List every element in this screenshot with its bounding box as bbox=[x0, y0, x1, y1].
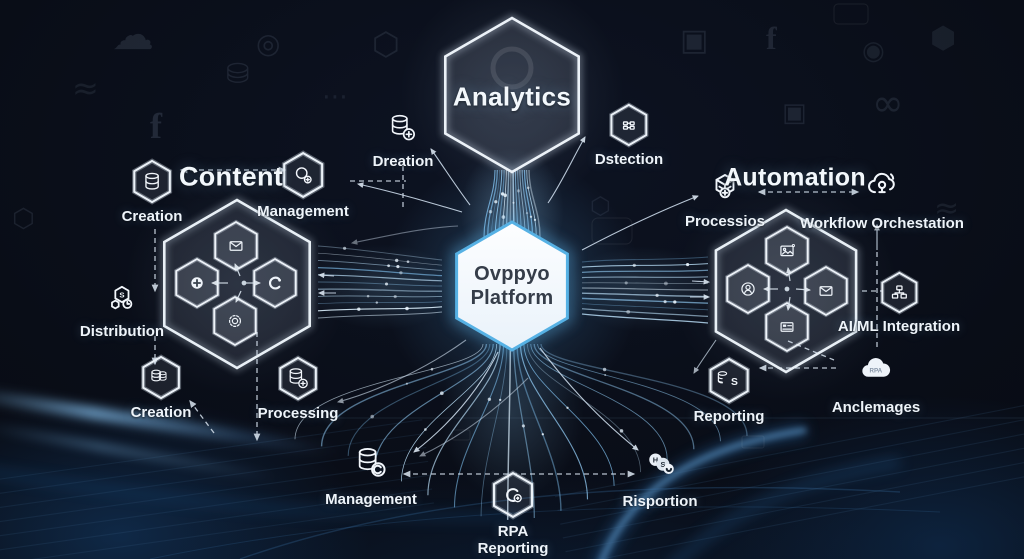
analytics-hexagon bbox=[441, 13, 583, 177]
center-title-line2: Platform bbox=[470, 287, 554, 309]
center-platform-title: Ovppyo Platform bbox=[471, 262, 554, 310]
bottom-light-streams bbox=[0, 423, 941, 559]
center-title-line1: Ovppyo bbox=[474, 263, 550, 285]
flow-arrows bbox=[317, 136, 880, 457]
inner-flow-arrows bbox=[211, 263, 811, 311]
person-icon bbox=[741, 282, 755, 296]
automation-hub-label: Automation bbox=[724, 163, 866, 192]
content-hub-label: Content bbox=[178, 161, 284, 192]
layout-icon bbox=[780, 322, 794, 332]
chart-c-icon bbox=[268, 276, 281, 290]
content-inner-icons bbox=[174, 219, 298, 348]
circuit-traces-left bbox=[0, 419, 435, 559]
envelope-icon bbox=[229, 241, 243, 251]
plus-circle-icon bbox=[191, 277, 203, 289]
image-icon bbox=[780, 244, 795, 257]
target-ghost-icon bbox=[490, 46, 534, 90]
gear-icon bbox=[228, 314, 242, 328]
analytics-hub-label: Analytics bbox=[452, 81, 572, 112]
circuit-traces-right bbox=[554, 400, 1024, 559]
automation-inner-icons bbox=[725, 224, 849, 354]
content-hexagon bbox=[160, 195, 314, 373]
center-platform-hexagon bbox=[452, 216, 572, 356]
envelope-icon bbox=[819, 286, 833, 296]
ghost-panels bbox=[451, 3, 869, 449]
data-stream-lines bbox=[294, 169, 748, 520]
